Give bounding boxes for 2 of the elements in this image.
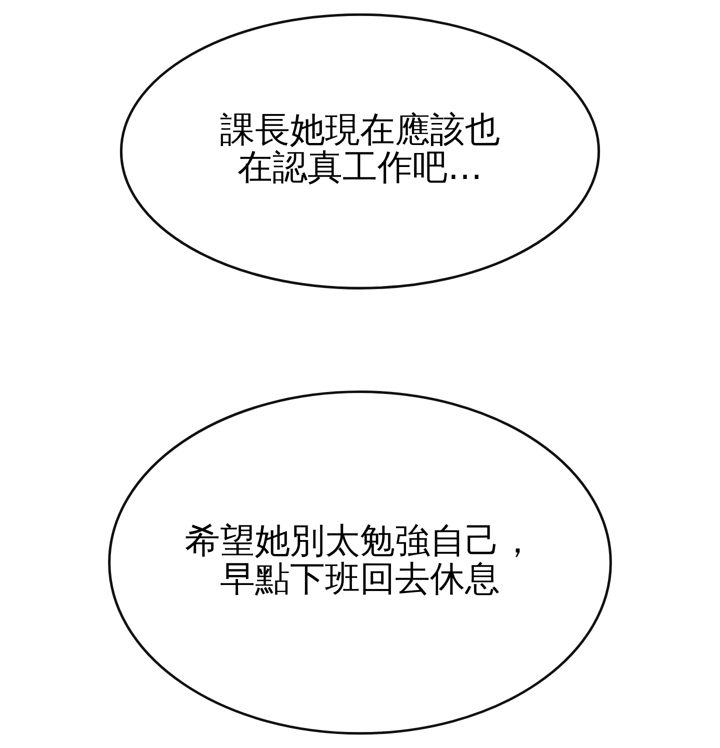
node-ellipse: 課長她現在應該也在認真工作吧… xyxy=(120,13,600,290)
node-ellipse: 希望她別太勉強自己，早點下班回去休息 xyxy=(108,390,612,735)
